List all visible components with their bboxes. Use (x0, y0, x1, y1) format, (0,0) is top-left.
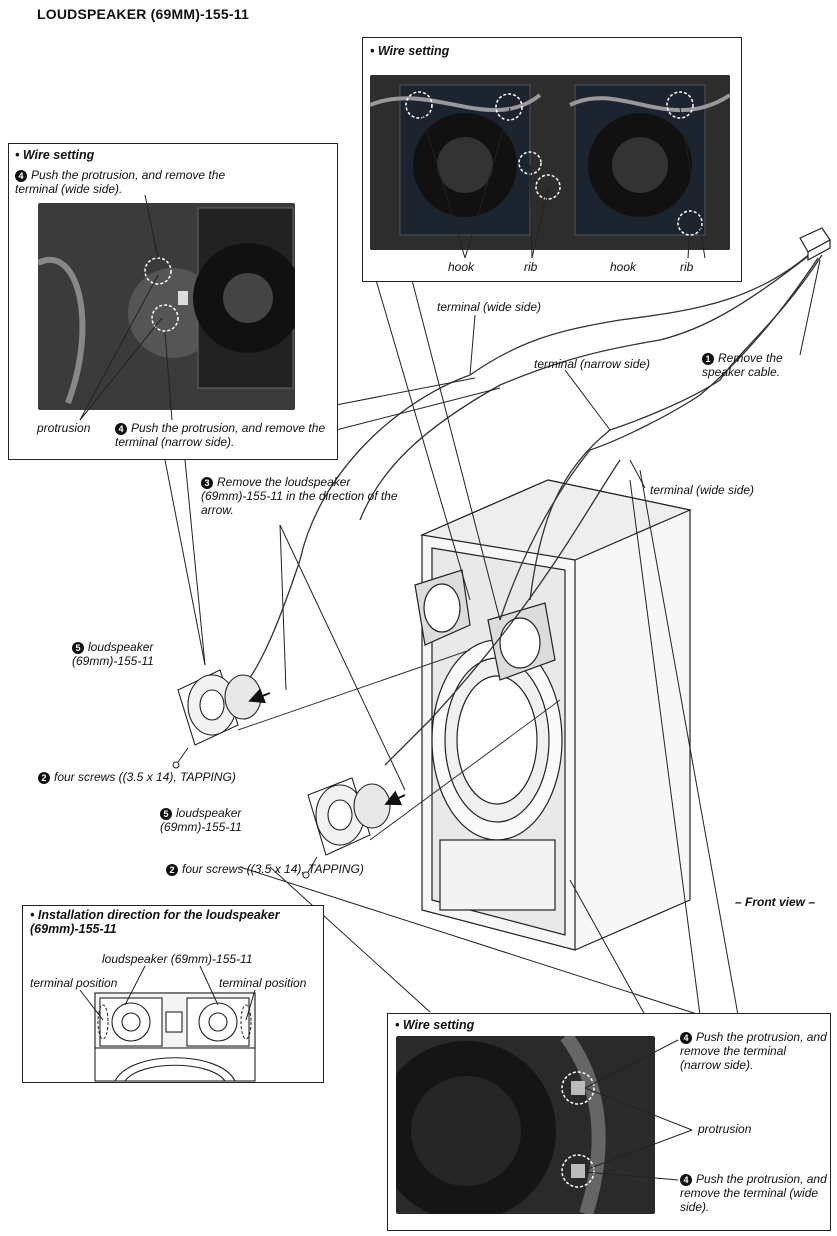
page-title: LOUDSPEAKER (69MM)-155-11 (37, 6, 249, 22)
installation-loudspeaker-label: loudspeaker (69mm)-155-11 (102, 952, 253, 966)
terminal-wide-right-label: terminal (wide side) (650, 483, 755, 497)
screws (172, 747, 318, 879)
rib-label-2: rib (680, 260, 694, 274)
loudspeaker-2 (307, 777, 391, 856)
wire-setting-bottom-photo (396, 1036, 655, 1214)
wire-bottom-protrusion: protrusion (698, 1122, 752, 1136)
wire-setting-left-photo (38, 203, 295, 410)
front-view-label: – Front view – (735, 895, 816, 909)
wire-setting-top-header: • Wire setting (370, 44, 450, 58)
wire-left-protrusion: protrusion (37, 421, 91, 435)
installation-header: • Installation direction for the loudspe… (30, 908, 280, 936)
step-4-badge: 4 (15, 170, 27, 182)
loudspeaker-1 (177, 669, 262, 746)
hook-label-1: hook (448, 260, 475, 274)
speaker-cables (239, 244, 823, 766)
wire-setting-top-photo (370, 75, 730, 250)
removal-arrows (248, 688, 406, 806)
hook-label-2: hook (610, 260, 637, 274)
terminal-position-right: terminal position (219, 976, 307, 990)
terminal-position-left: terminal position (30, 976, 118, 990)
cable-connector (799, 227, 831, 262)
wire-setting-bottom-header: • Wire setting (395, 1018, 475, 1032)
wire-setting-left-header: • Wire setting (15, 148, 95, 162)
terminal-narrow-label: terminal (narrow side) (534, 357, 651, 371)
terminal-wide-top-label: terminal (wide side) (437, 300, 542, 314)
leader-lines (164, 259, 821, 1016)
speaker-cabinet (414, 479, 692, 951)
rib-label-1: rib (524, 260, 538, 274)
